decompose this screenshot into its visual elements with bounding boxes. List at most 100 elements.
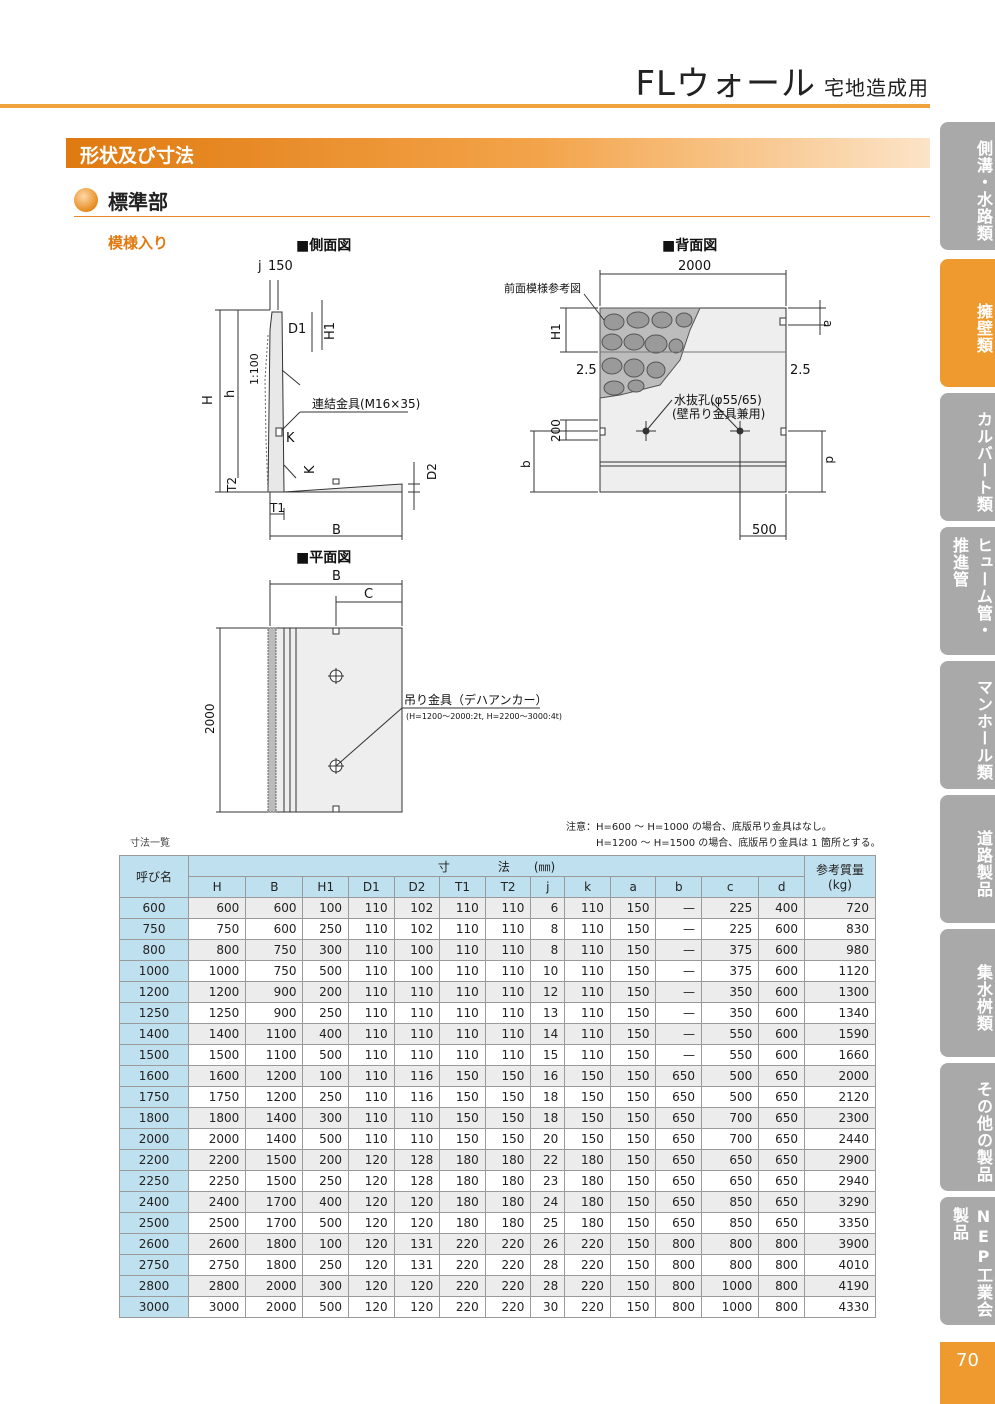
- table-cell: 131: [393, 1233, 441, 1255]
- table-cell: 2600: [187, 1233, 247, 1255]
- table-cell: 110: [564, 981, 611, 1003]
- side-tab[interactable]: 道路製品: [940, 795, 995, 923]
- table-cell: 150: [564, 1128, 611, 1150]
- table-cell: 2000: [245, 1275, 304, 1297]
- table-cell: 120: [348, 1275, 395, 1297]
- table-cell: 110: [393, 1044, 441, 1066]
- table-cell: 650: [758, 1191, 805, 1213]
- row-name-cell: 1400: [119, 1023, 189, 1045]
- table-cell: 1400: [245, 1128, 304, 1150]
- plan-lifting-label: 吊り金具（デハアンカー）: [404, 692, 548, 707]
- table-cell: 100: [393, 960, 441, 982]
- table-cell: 15: [530, 1044, 566, 1066]
- side-tab[interactable]: NEP工業会製品: [940, 1197, 995, 1325]
- table-cell: 250: [302, 1254, 350, 1276]
- page-number: 70: [940, 1342, 995, 1404]
- table-cell: 110: [439, 1002, 486, 1024]
- table-cell: 110: [439, 981, 486, 1003]
- table-cell: 150: [439, 1065, 486, 1087]
- table-cell: 24: [530, 1191, 566, 1213]
- side-h-label: h: [223, 390, 238, 398]
- table-cell: 550: [701, 1044, 760, 1066]
- table-cell: 131: [393, 1254, 441, 1276]
- table-cell: —: [655, 1002, 703, 1024]
- table-cell: 120: [348, 1296, 395, 1318]
- table-cell: 120: [393, 1191, 441, 1213]
- row-name-cell: 2800: [119, 1275, 189, 1297]
- column-header: k: [564, 876, 611, 898]
- table-cell: 2120: [804, 1086, 876, 1108]
- table-cell: 800: [655, 1296, 703, 1318]
- table-cell: 150: [484, 1086, 532, 1108]
- table-cell: 100: [302, 1065, 350, 1087]
- table-cell: 2750: [187, 1254, 247, 1276]
- row-name-cell: 1600: [119, 1065, 189, 1087]
- table-cell: 2000: [187, 1128, 247, 1150]
- table-cell: —: [655, 1044, 703, 1066]
- product-subtitle: 宅地造成用: [824, 76, 929, 100]
- back-200-label: 200: [549, 419, 563, 442]
- back-h1-label: H1: [549, 323, 563, 340]
- table-cell: 110: [564, 939, 611, 961]
- table-cell: 1800: [245, 1254, 304, 1276]
- table-cell: 110: [484, 1023, 532, 1045]
- table-cell: 800: [655, 1275, 703, 1297]
- row-name-cell: 2250: [119, 1170, 189, 1192]
- table-cell: 980: [804, 939, 876, 961]
- side-tab[interactable]: 側溝・水路類: [940, 122, 995, 250]
- table-cell: 1500: [187, 1044, 247, 1066]
- column-header: B: [245, 876, 304, 898]
- table-cell: 180: [484, 1149, 532, 1171]
- back-drain-note: (壁吊り金具兼用): [672, 406, 765, 421]
- side-tab[interactable]: カルバート類: [940, 393, 995, 521]
- table-cell: 300: [302, 1107, 350, 1129]
- table-cell: 600: [758, 960, 805, 982]
- table-cell: 650: [655, 1128, 703, 1150]
- side-tab[interactable]: ヒューム管・推進管: [940, 527, 995, 655]
- table-cell: 26: [530, 1233, 566, 1255]
- table-cell: 180: [484, 1212, 532, 1234]
- table-cell: 16: [530, 1065, 566, 1087]
- table-cell: 120: [348, 1212, 395, 1234]
- table-cell: 6: [530, 897, 566, 919]
- table-cell: 110: [348, 1044, 395, 1066]
- table-cell: 600: [758, 1044, 805, 1066]
- table-cell: 3900: [804, 1233, 876, 1255]
- column-header: D2: [393, 876, 441, 898]
- table-cell: 110: [484, 1044, 532, 1066]
- side-tab[interactable]: マンホール類: [940, 661, 995, 789]
- table-cell: 4190: [804, 1275, 876, 1297]
- mass-header-label: 参考質量: [815, 863, 864, 877]
- table-cell: 650: [655, 1212, 703, 1234]
- table-cell: 110: [564, 1002, 611, 1024]
- table-cell: 250: [302, 1002, 350, 1024]
- table-cell: 500: [302, 1212, 350, 1234]
- subsection-heading: 標準部: [74, 186, 930, 217]
- table-cell: 750: [187, 918, 247, 940]
- side-tab[interactable]: 集水桝類: [940, 929, 995, 1057]
- table-cell: 110: [393, 1107, 441, 1129]
- column-header: b: [655, 876, 703, 898]
- table-cell: 30: [530, 1296, 566, 1318]
- table-cell: 1590: [804, 1023, 876, 1045]
- notes: 注意：H=600 ～ H=1000 の場合、底版吊り金具はなし。 H=1200 …: [566, 820, 881, 852]
- table-cell: 120: [348, 1191, 395, 1213]
- table-cell: 700: [701, 1128, 760, 1150]
- table-cell: 150: [609, 1023, 657, 1045]
- table-cell: 720: [804, 897, 876, 919]
- table-cell: 150: [609, 1170, 657, 1192]
- table-cell: 2300: [804, 1107, 876, 1129]
- side-tab[interactable]: その他の製品: [940, 1063, 995, 1191]
- table-cell: 2500: [187, 1212, 247, 1234]
- side-view-title: ■側面図: [296, 237, 351, 254]
- table-cell: 110: [564, 918, 611, 940]
- column-header: j: [530, 876, 566, 898]
- table-cell: 2250: [187, 1170, 247, 1192]
- side-tab[interactable]: 擁壁類: [940, 259, 995, 387]
- table-cell: 150: [484, 1065, 532, 1087]
